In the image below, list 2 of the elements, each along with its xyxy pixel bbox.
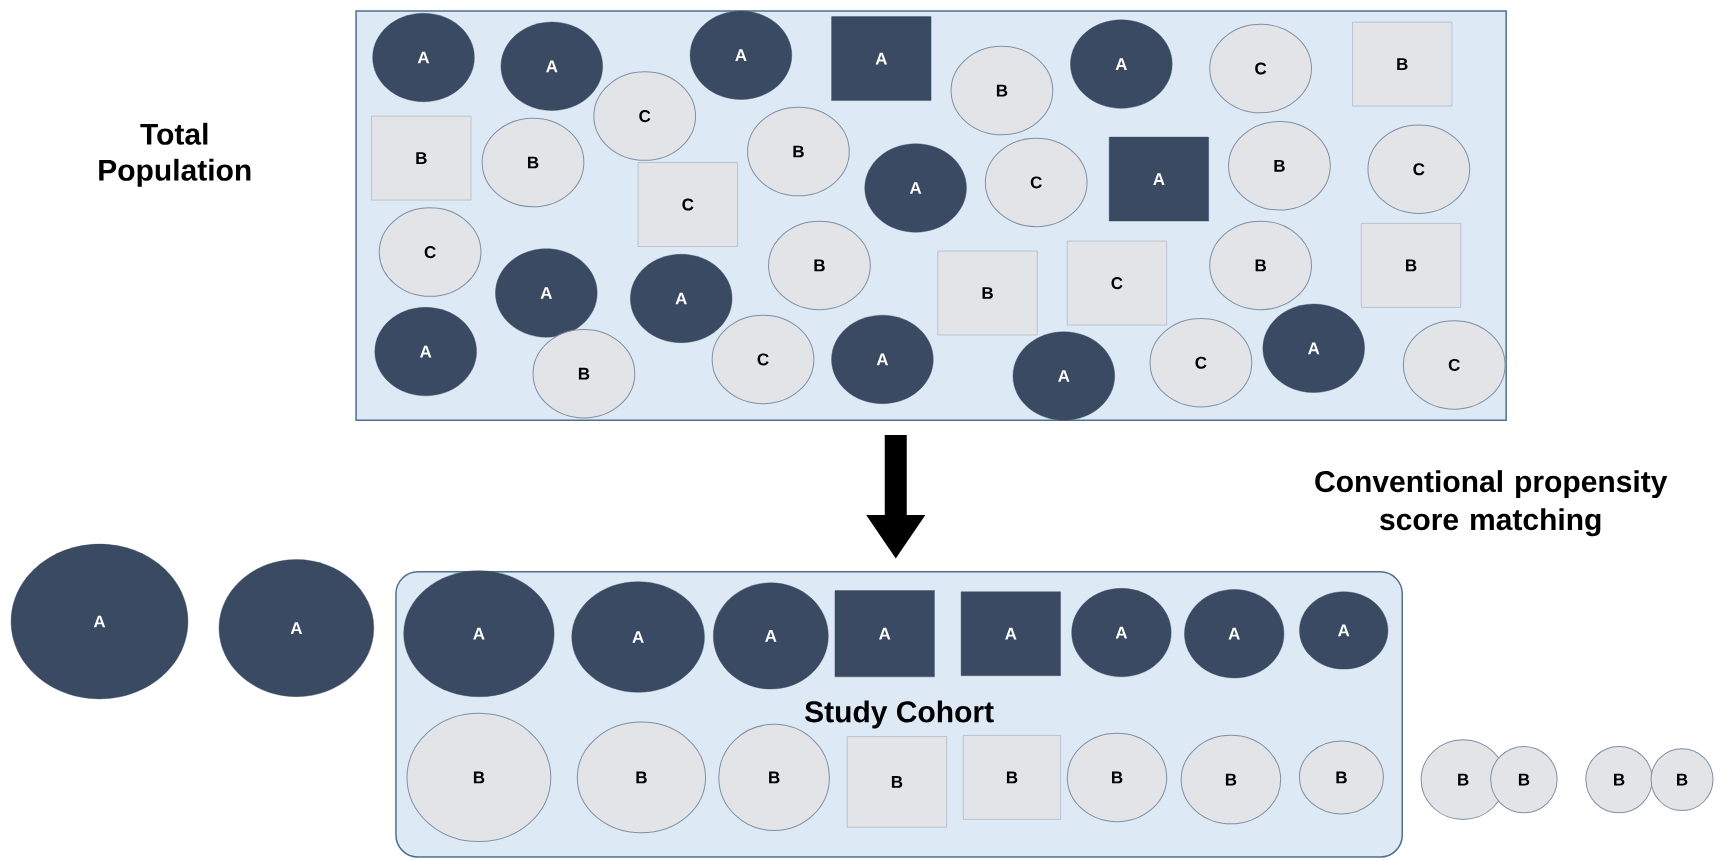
- caption-label: Conventional propensity score matching: [1315, 470, 1668, 537]
- side-label: Total Population: [99, 122, 251, 187]
